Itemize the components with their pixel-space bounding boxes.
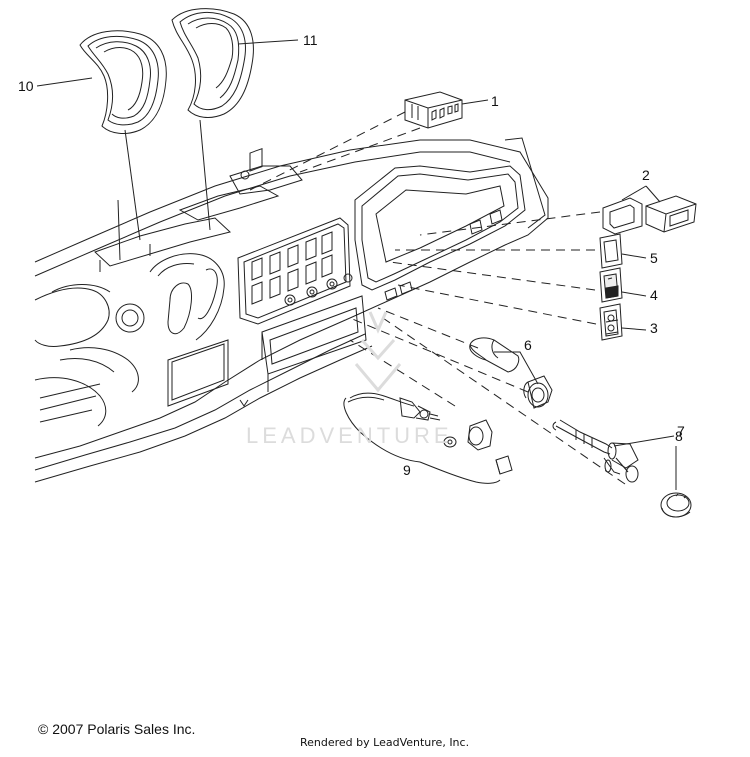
part-2-bezel — [602, 195, 697, 235]
callout-10: 10 — [18, 78, 34, 94]
part-1-connector — [404, 91, 463, 129]
callout-8: 8 — [675, 428, 683, 444]
callout-3: 3 — [650, 320, 658, 336]
callout-11: 11 — [303, 32, 318, 48]
part-8-grommet — [660, 492, 692, 518]
panel-leader-lines — [117, 119, 211, 261]
part-11-pad — [171, 8, 254, 118]
callout-4: 4 — [650, 287, 658, 303]
part-4-rocker — [599, 267, 623, 303]
part-7-element — [552, 419, 639, 483]
dashed-leaders — [249, 111, 626, 485]
copyright-text: © 2007 Polaris Sales Inc. — [38, 721, 196, 737]
part-9-switch-assembly — [343, 392, 513, 484]
callout-leaders — [36, 39, 677, 490]
watermark-text: LEADVENTURE — [246, 423, 453, 448]
dashboard-body — [34, 137, 549, 483]
part-10-pad — [79, 30, 167, 134]
rendered-by-text: Rendered by LeadVenture, Inc. — [300, 736, 470, 749]
callout-1: 1 — [491, 93, 499, 109]
part-3-switch — [599, 303, 623, 341]
callout-6: 6 — [524, 337, 532, 353]
callout-7: 7 — [677, 423, 685, 439]
callout-5: 5 — [650, 250, 658, 266]
part-5-plate — [599, 233, 623, 269]
watermark-logo — [354, 311, 402, 393]
callout-9: 9 — [403, 462, 411, 478]
callout-2: 2 — [642, 167, 650, 183]
